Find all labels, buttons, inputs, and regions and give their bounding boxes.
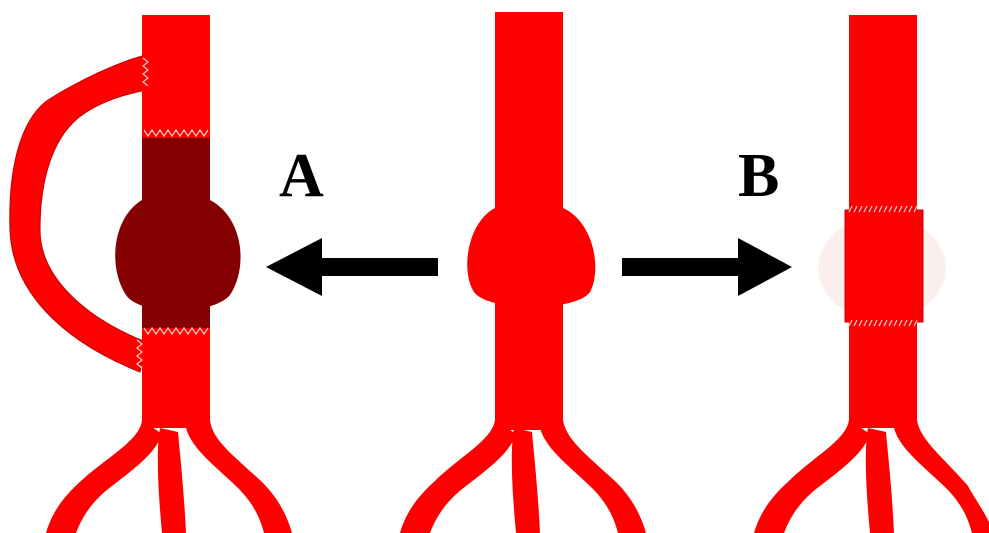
iliac-middle (157, 428, 186, 533)
arrow-left-icon (266, 238, 438, 296)
panel-b-graft (754, 15, 989, 533)
iliac-right (540, 420, 646, 533)
arrow-right-icon (622, 238, 792, 296)
panel-center-aneurysm (400, 12, 646, 533)
bypass-graft (9, 54, 147, 373)
suture-upper (143, 128, 209, 138)
suture-lower (143, 326, 209, 336)
aorta-lower (142, 328, 210, 428)
aorta-upper (142, 15, 210, 145)
excluded-aneurysm-sac (115, 200, 241, 311)
suture-bypass-top (142, 57, 149, 87)
iliac-left (754, 420, 870, 533)
aorta-lower (849, 318, 917, 428)
aorta-upper (495, 12, 563, 212)
aneurysm-sac (467, 208, 596, 307)
label-b: B (738, 142, 779, 210)
iliac-middle (511, 428, 540, 533)
suture-graft-bottom (848, 319, 918, 327)
aorta-upper (849, 15, 917, 215)
suture-graft-top (848, 205, 918, 213)
interposition-graft (844, 209, 924, 323)
label-a: A (279, 142, 324, 210)
iliac-right (894, 420, 989, 533)
iliac-right (186, 420, 292, 533)
aorta-lower (495, 290, 563, 430)
iliac-left (400, 420, 516, 533)
suture-bypass-bottom (136, 339, 143, 369)
iliac-middle (865, 428, 894, 533)
panel-a-bypass (9, 15, 292, 533)
iliac-left (46, 420, 162, 533)
